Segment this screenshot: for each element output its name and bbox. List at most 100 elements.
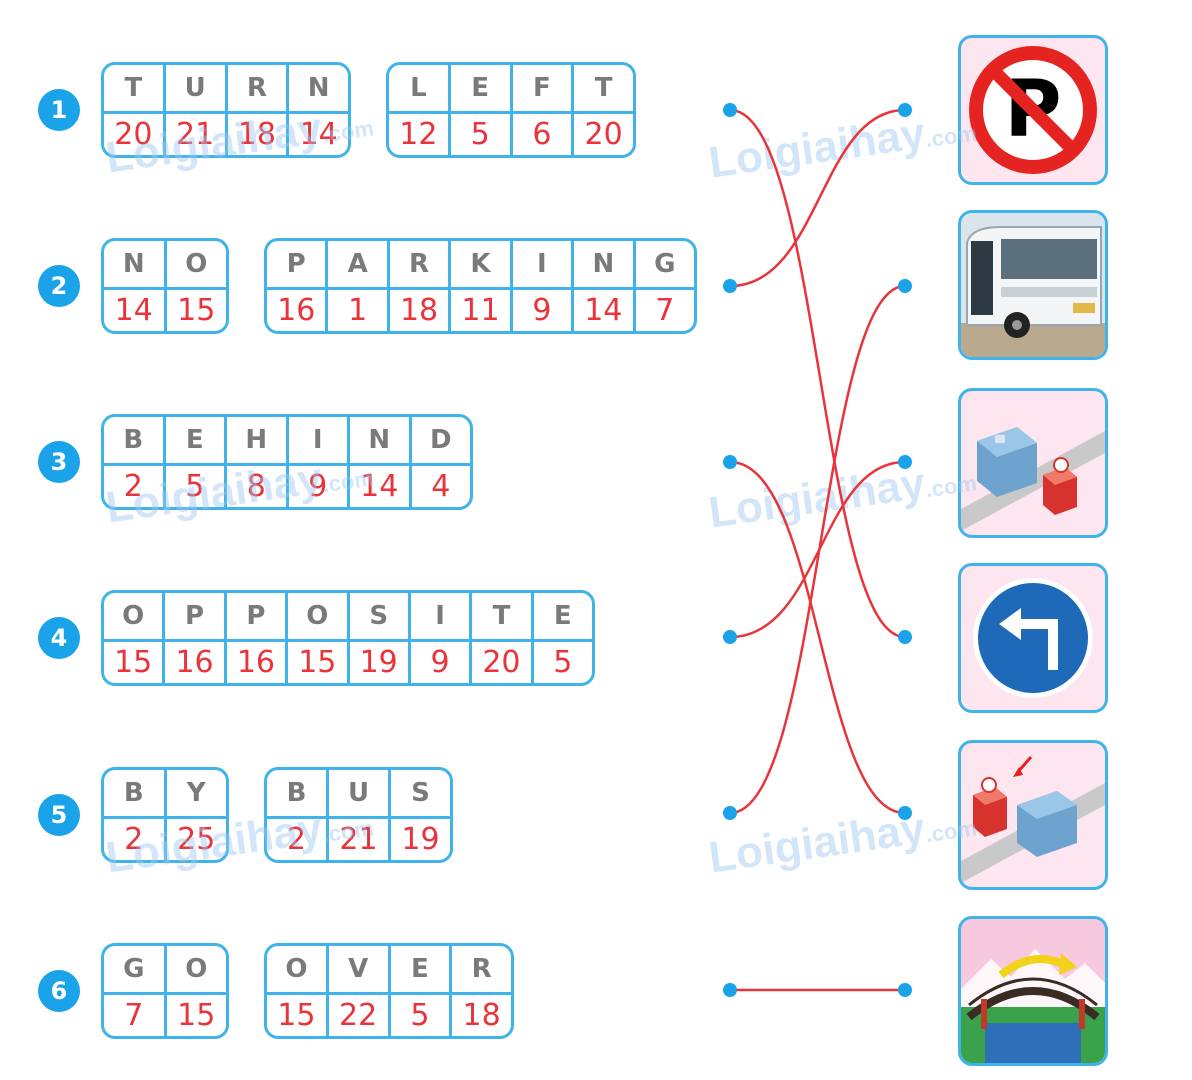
- row-number-badge: 4: [38, 617, 80, 659]
- letter: A: [328, 241, 387, 290]
- match-line: [729, 460, 906, 815]
- row-number-badge: 2: [38, 265, 80, 307]
- letter: U: [329, 770, 388, 819]
- letter-number: 18: [399, 293, 439, 328]
- letter-number: 19: [401, 822, 440, 857]
- letter-number: 5: [410, 998, 430, 1033]
- letter: Y: [166, 770, 226, 819]
- letter-number: 15: [277, 998, 316, 1033]
- letter-number: 2: [123, 469, 143, 504]
- letter: R: [227, 65, 287, 114]
- letter-number: 14: [360, 469, 399, 504]
- match-dot: [898, 455, 912, 469]
- picture-behind[interactable]: [958, 388, 1108, 538]
- letter-number: 4: [431, 469, 451, 504]
- letter: O: [166, 946, 226, 995]
- letter: N: [289, 65, 348, 114]
- letter-number: 15: [114, 645, 153, 680]
- letter: I: [288, 417, 347, 466]
- letter-number: 16: [277, 293, 316, 328]
- letter: I: [512, 241, 572, 290]
- letter-number: 5: [553, 645, 573, 680]
- match-dot: [898, 806, 912, 820]
- letter-number: 14: [584, 293, 623, 328]
- match-line: [729, 460, 906, 639]
- letter: E: [390, 946, 450, 995]
- letter: K: [451, 241, 510, 290]
- letter: H: [227, 417, 286, 466]
- row-number-badge: 6: [38, 970, 80, 1012]
- letter: B: [104, 417, 163, 466]
- letter: L: [389, 65, 448, 114]
- letter: P: [267, 241, 326, 290]
- letter: T: [472, 593, 531, 642]
- picture-no-parking[interactable]: P: [958, 35, 1108, 185]
- letter-number: 20: [584, 117, 623, 152]
- row-number-badge: 1: [38, 89, 80, 131]
- letter-number: 2: [286, 822, 307, 857]
- picture-go-over[interactable]: [958, 916, 1108, 1066]
- letter-number: 25: [177, 822, 216, 857]
- letter-number: 20: [114, 117, 153, 152]
- letter-number: 9: [308, 469, 328, 504]
- letter: G: [635, 241, 694, 290]
- letter-number: 14: [114, 293, 153, 328]
- building-opposite-icon: [961, 756, 1105, 883]
- letter-number: 9: [532, 293, 552, 328]
- letter: N: [574, 241, 633, 290]
- match-line: [729, 284, 906, 815]
- match-dot: [898, 103, 912, 117]
- letter: F: [512, 65, 572, 114]
- letter-number: 2: [124, 822, 144, 857]
- letter-number: 9: [430, 645, 450, 680]
- letter: N: [104, 241, 164, 290]
- letter: T: [104, 65, 163, 114]
- letter: O: [288, 593, 347, 642]
- letter: R: [389, 241, 449, 290]
- letter: B: [104, 770, 164, 819]
- picture-bus[interactable]: [958, 210, 1108, 360]
- letter: N: [350, 417, 409, 466]
- letter: E: [165, 417, 224, 466]
- letter-number: 6: [532, 117, 552, 152]
- letter: V: [328, 946, 388, 995]
- match-line: [729, 108, 906, 639]
- letter: R: [452, 946, 511, 995]
- letter-number: 21: [339, 822, 378, 857]
- letter-number: 1: [348, 293, 368, 328]
- letter-number: 15: [177, 998, 216, 1033]
- match-line: [729, 108, 906, 288]
- picture-turn-left[interactable]: [958, 563, 1108, 713]
- picture-opposite[interactable]: [958, 740, 1108, 890]
- letter-number: 15: [177, 293, 216, 328]
